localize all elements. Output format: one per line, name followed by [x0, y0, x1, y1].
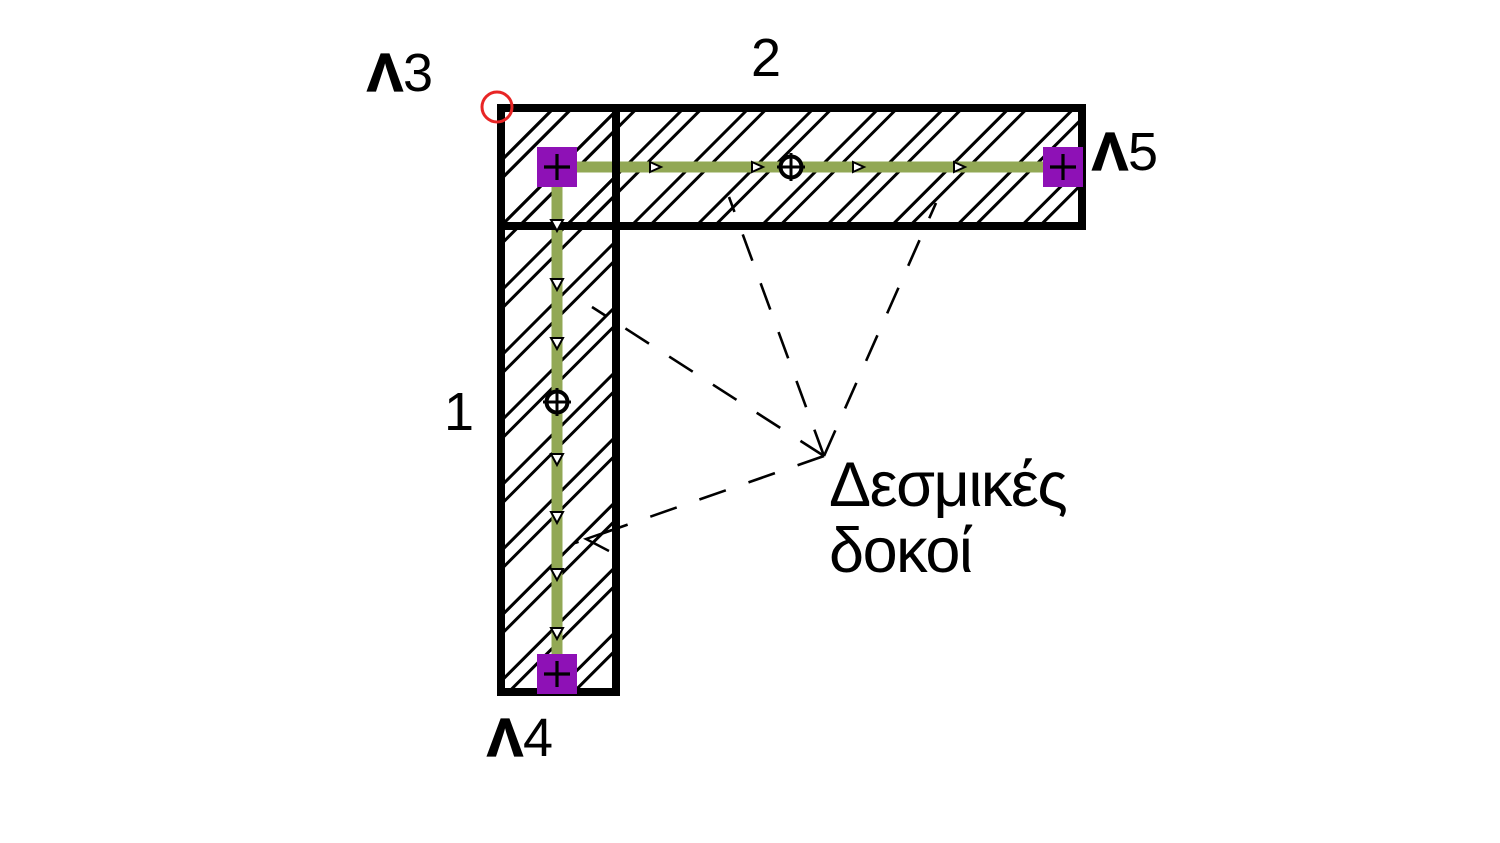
corner-snap-circle — [480, 90, 514, 124]
leader-arrowhead — [582, 528, 613, 553]
node-marker-l4 — [537, 654, 577, 694]
node-marker-l3 — [537, 147, 577, 187]
node-label-l5: Λ5 — [1091, 122, 1159, 182]
node-label-l3-prefix: Λ — [366, 43, 404, 103]
node-label-l4-number: 4 — [523, 708, 554, 768]
tie-beams-annotation: Δεσμικές δοκοί — [829, 450, 1068, 586]
direction-arrows-beam1 — [549, 219, 565, 642]
node-label-l5-prefix: Λ — [1091, 122, 1129, 182]
node-label-l4: Λ4 — [486, 708, 554, 768]
direction-arrows-beam2 — [649, 160, 968, 174]
node-label-l5-number: 5 — [1128, 122, 1159, 182]
midpoint-marker-beam1 — [543, 388, 571, 416]
tie-beams-annotation-line2: δοκοί — [829, 516, 973, 586]
node-label-l3-number: 3 — [403, 43, 434, 103]
midpoint-marker-beam2 — [777, 153, 805, 181]
wall-label-2: 2 — [751, 28, 782, 88]
wall-label-1: 1 — [444, 382, 475, 442]
annotation-leader-lines — [574, 196, 938, 553]
node-marker-l5 — [1043, 147, 1083, 187]
node-label-l3: Λ3 — [366, 43, 434, 103]
tie-beams-annotation-line1: Δεσμικές — [829, 450, 1068, 520]
node-label-l4-prefix: Λ — [486, 708, 524, 768]
